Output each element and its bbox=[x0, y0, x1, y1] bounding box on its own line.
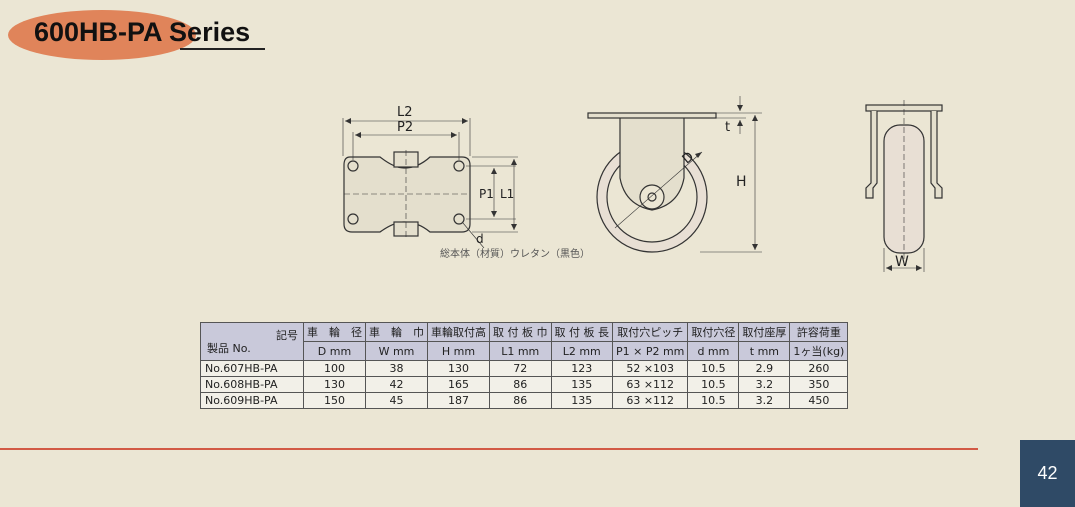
unit-load-capacity: 1ヶ当(kg) bbox=[789, 341, 849, 361]
table-row: No.607HB-PA 100 38 130 72 123 52 ×103 10… bbox=[200, 360, 849, 377]
table-row: No.608HB-PA 130 42 165 86 135 63 ×112 10… bbox=[200, 376, 849, 393]
unit-plate-length: L2 mm bbox=[550, 341, 613, 361]
label-h: H bbox=[736, 174, 747, 190]
table-cell: 150 bbox=[303, 392, 366, 409]
col-hole-pitch: 取付穴ピッチ bbox=[611, 322, 689, 342]
page-number: 42 bbox=[1037, 463, 1058, 483]
title-oval bbox=[8, 10, 196, 60]
wheel-material-note: 総本体（材質）ウレタン（黒色） bbox=[440, 247, 590, 260]
table-cell: 187 bbox=[427, 392, 490, 409]
table-cell: 2.9 bbox=[738, 360, 791, 377]
col-hole-diameter: 取付穴径 bbox=[687, 322, 740, 342]
table-cell: 10.5 bbox=[687, 360, 740, 377]
unit-wheel-diameter: D mm bbox=[303, 341, 366, 361]
table-cell: 42 bbox=[365, 376, 428, 393]
unit-wheel-width: W mm bbox=[365, 341, 428, 361]
table-row: No.609HB-PA 150 45 187 86 135 63 ×112 10… bbox=[200, 392, 849, 409]
spec-table: 記号 製品 No. 車 輪 径 車 輪 巾 車輪取付高 取 付 板 巾 取 付 … bbox=[200, 322, 849, 409]
table-cell: 123 bbox=[550, 360, 613, 377]
col-wheel-height: 車輪取付高 bbox=[427, 322, 490, 342]
table-cell: 260 bbox=[789, 360, 849, 377]
table-cell: 350 bbox=[789, 376, 849, 393]
table-cell: 45 bbox=[365, 392, 428, 409]
table-cell: 3.2 bbox=[738, 392, 791, 409]
table-cell: 10.5 bbox=[687, 376, 740, 393]
table-cell: 100 bbox=[303, 360, 366, 377]
unit-hole-diameter: d mm bbox=[687, 341, 740, 361]
label-w: W bbox=[895, 254, 909, 270]
table-cell: 130 bbox=[303, 376, 366, 393]
label-d: d bbox=[476, 232, 484, 246]
label-l2: L2 bbox=[397, 105, 413, 120]
table-cell: 86 bbox=[489, 376, 552, 393]
table-cell: 52 ×103 bbox=[611, 360, 689, 377]
table-corner-header: 記号 製品 No. bbox=[200, 322, 304, 361]
unit-plate-width: L1 mm bbox=[489, 341, 552, 361]
row-model: No.608HB-PA bbox=[200, 376, 304, 393]
row-model: No.607HB-PA bbox=[200, 360, 304, 377]
unit-hole-pitch: P1 × P2 mm bbox=[611, 341, 689, 361]
unit-plate-thickness: t mm bbox=[738, 341, 791, 361]
front-view-drawing bbox=[865, 100, 943, 272]
table-cell: 130 bbox=[427, 360, 490, 377]
label-p1: P1 bbox=[479, 187, 494, 201]
col-load-capacity: 許容荷重 bbox=[789, 322, 849, 342]
corner-symbol-label: 記号 bbox=[276, 329, 298, 342]
col-plate-thickness: 取付座厚 bbox=[738, 322, 791, 342]
col-plate-length: 取 付 板 長 bbox=[550, 322, 613, 342]
col-wheel-width: 車 輪 巾 bbox=[365, 322, 428, 342]
row-model: No.609HB-PA bbox=[200, 392, 304, 409]
unit-wheel-height: H mm bbox=[427, 341, 490, 361]
label-t: t bbox=[725, 120, 730, 135]
table-cell: 63 ×112 bbox=[611, 376, 689, 393]
page-title: 600HB-PA Series bbox=[34, 17, 251, 47]
label-p2: P2 bbox=[397, 120, 413, 135]
label-l1: L1 bbox=[500, 187, 514, 201]
technical-drawings: L2 P2 P1 L1 d t H D bbox=[342, 96, 943, 272]
table-cell: 38 bbox=[365, 360, 428, 377]
table-cell: 135 bbox=[550, 376, 613, 393]
table-cell: 63 ×112 bbox=[611, 392, 689, 409]
table-cell: 10.5 bbox=[687, 392, 740, 409]
col-plate-width: 取 付 板 巾 bbox=[489, 322, 552, 342]
top-view-drawing bbox=[342, 118, 518, 249]
page-number-box: 42 bbox=[1020, 440, 1075, 507]
table-cell: 3.2 bbox=[738, 376, 791, 393]
table-cell: 86 bbox=[489, 392, 552, 409]
table-cell: 450 bbox=[789, 392, 849, 409]
side-view-drawing bbox=[587, 96, 762, 253]
col-wheel-diameter: 車 輪 径 bbox=[303, 322, 366, 342]
table-cell: 165 bbox=[427, 376, 490, 393]
table-cell: 72 bbox=[489, 360, 552, 377]
footer-rule bbox=[0, 448, 978, 450]
table-cell: 135 bbox=[550, 392, 613, 409]
title-underline bbox=[180, 48, 265, 50]
corner-product-label: 製品 No. bbox=[207, 342, 251, 355]
